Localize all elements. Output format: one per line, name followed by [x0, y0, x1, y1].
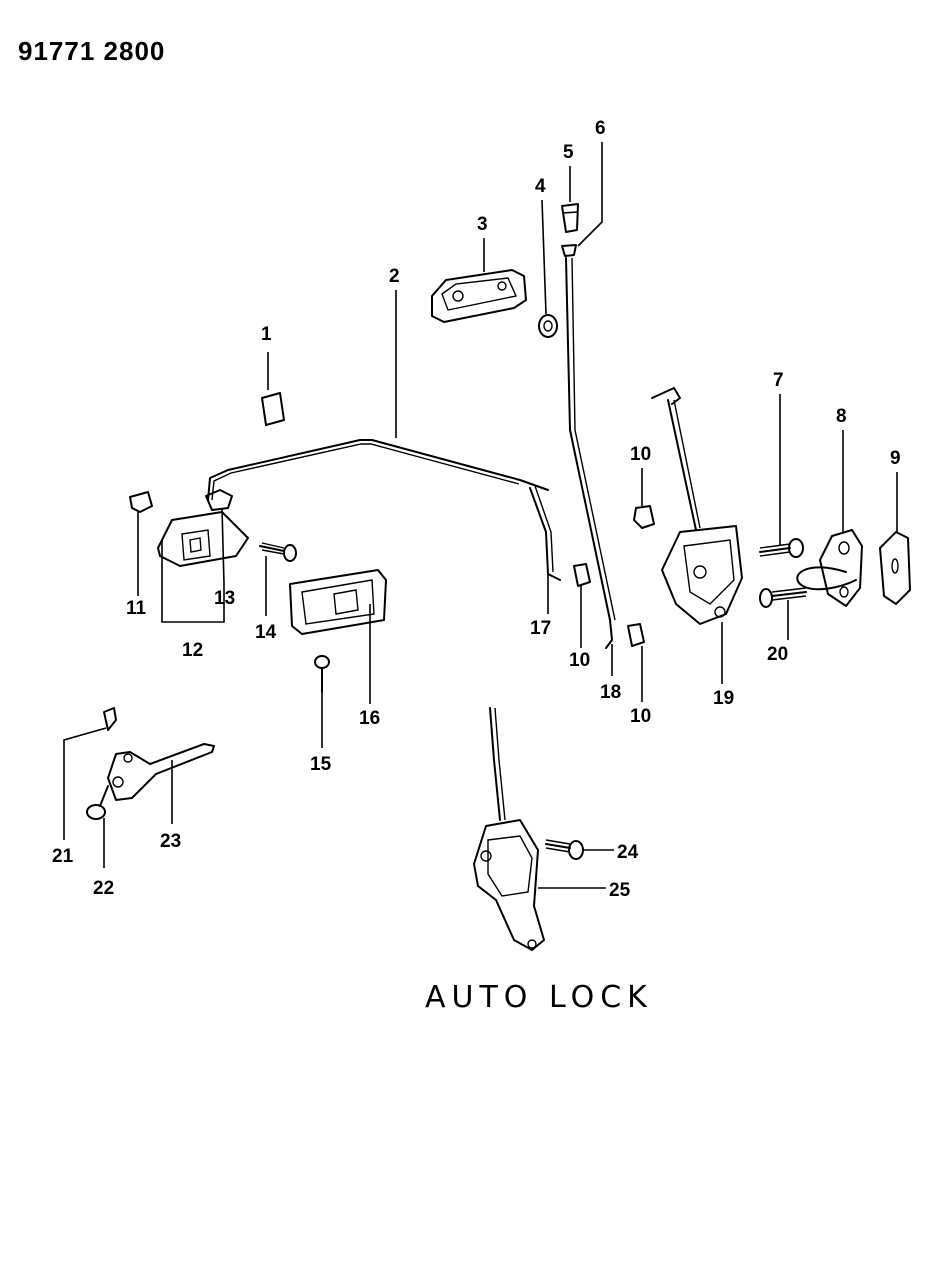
part-17-rod [529, 485, 561, 581]
callout-labels: 1 2 3 4 5 6 7 8 9 10 10 10 11 12 13 14 1… [52, 118, 901, 901]
leader-lines [63, 142, 898, 889]
part-15-screw [314, 655, 330, 693]
callout-8: 8 [836, 406, 847, 427]
part-22-bolt [86, 785, 109, 820]
callout-17: 17 [530, 618, 551, 639]
callout-15: 15 [310, 754, 332, 775]
part-12-inside-handle [157, 489, 249, 567]
part-1-block [261, 392, 285, 426]
callout-23: 23 [160, 831, 181, 852]
callout-6: 6 [595, 118, 606, 139]
part-14-screw [259, 542, 297, 562]
part-11-clip [129, 491, 153, 513]
part-10-clip-middle [573, 563, 591, 587]
callout-16: 16 [359, 708, 380, 729]
part-3-handle [431, 269, 527, 323]
part-4-grommet [538, 314, 558, 338]
callout-10-lower: 10 [630, 706, 651, 727]
part-21-clip [103, 707, 117, 731]
callout-24: 24 [617, 842, 639, 863]
callout-12: 12 [182, 640, 203, 661]
callout-3: 3 [477, 214, 488, 235]
callout-1: 1 [261, 324, 272, 345]
auto-lock-caption: AUTO LOCK [425, 980, 653, 1015]
callout-25: 25 [609, 880, 631, 901]
callout-13: 13 [214, 588, 235, 609]
callout-4: 4 [535, 176, 546, 197]
part-24-bolt [545, 839, 584, 860]
part-16-bezel [289, 569, 387, 635]
callout-22: 22 [93, 878, 114, 899]
part-25-actuator [473, 707, 545, 951]
callout-2: 2 [389, 266, 400, 287]
part-2-rod [207, 439, 549, 501]
part-10-clip-lower [627, 623, 645, 647]
part-8-striker [796, 529, 863, 607]
part-6-bezel [561, 244, 577, 257]
callout-9: 9 [890, 448, 901, 469]
part-10-clip-upper [633, 505, 655, 529]
diagram-code: 91771 2800 [18, 36, 166, 66]
part-23-door-check [107, 743, 215, 801]
callout-20: 20 [767, 644, 788, 665]
part-19-latch [651, 387, 743, 625]
part-20-screw [759, 587, 807, 608]
callout-11: 11 [126, 598, 147, 619]
callout-18: 18 [600, 682, 621, 703]
callout-7: 7 [773, 370, 784, 391]
part-9-shim [879, 531, 911, 605]
part-5-knob [561, 203, 579, 233]
callout-21: 21 [52, 846, 74, 867]
callout-14: 14 [255, 622, 277, 643]
part-18-lock-rod [565, 257, 616, 649]
callout-10-middle: 10 [569, 650, 590, 671]
callout-19: 19 [713, 688, 734, 709]
callout-10-upper: 10 [630, 444, 651, 465]
part-7-bolt [759, 538, 804, 558]
callout-5: 5 [563, 142, 574, 163]
